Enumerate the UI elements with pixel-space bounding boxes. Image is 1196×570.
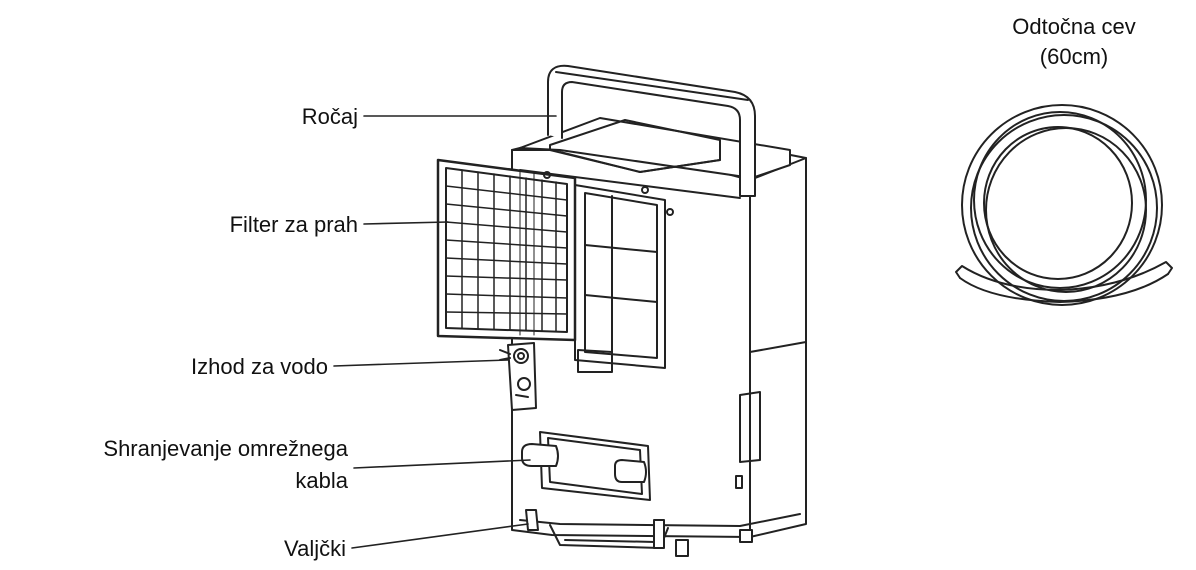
label-cord-storage-line1: Shranjevanje omrežnega — [103, 436, 348, 461]
handle-graphic — [547, 64, 756, 197]
label-water-outlet: Izhod za vodo — [191, 354, 328, 379]
label-hose-line1: Odtočna cev — [1012, 14, 1136, 39]
label-dust-filter: Filter za prah — [229, 212, 358, 237]
rear-grille — [574, 184, 674, 373]
label-hose-line2: (60cm) — [1039, 44, 1109, 69]
label-handle: Ročaj — [301, 104, 358, 129]
wheels-leader — [351, 523, 529, 549]
water-outlet-leader — [333, 359, 509, 367]
label-wheels: Valjčki — [284, 536, 346, 561]
cord-storage-graphic — [521, 431, 651, 501]
dust-filter-graphic — [436, 158, 577, 342]
label-cord-storage-line2: kabla — [295, 468, 348, 493]
cord-storage-leader — [353, 459, 531, 469]
leader-lines — [333, 115, 557, 549]
dust-filter-leader — [363, 221, 449, 225]
drain-hose-graphic — [955, 104, 1173, 306]
water-outlet-graphic — [499, 342, 537, 411]
